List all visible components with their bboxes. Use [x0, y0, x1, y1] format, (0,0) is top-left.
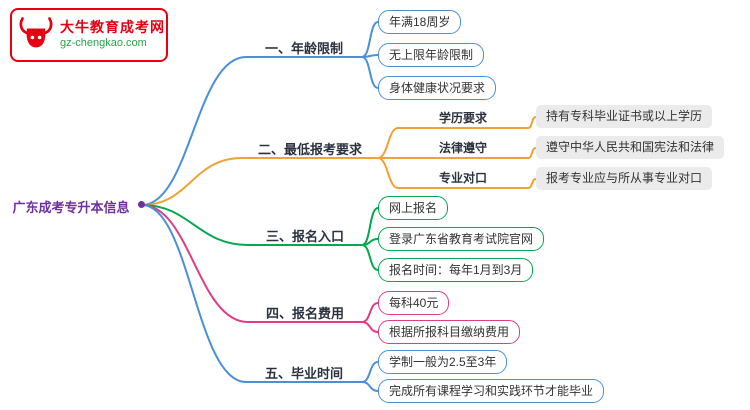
sub-node-major-match: 专业对口: [438, 171, 487, 185]
leaf-value-node: 持有专科毕业证书或以上学历: [536, 105, 713, 128]
leaf-node: 每科40元: [378, 291, 450, 315]
branch-node-min-requirements: 二、最低报考要求: [257, 142, 362, 157]
branch-4-connectors: [141, 204, 379, 333]
branch-node-registration-fee: 四、报名费用: [265, 306, 344, 321]
sub-node-education-requirement: 学历要求: [438, 111, 487, 125]
leaf-node: 完成所有课程学习和实践环节才能毕业: [378, 379, 605, 403]
leaf-node: 年满18周岁: [378, 10, 462, 34]
sub-node-law-compliance: 法律遵守: [438, 141, 487, 155]
branch-node-age-limit: 一、年龄限制: [264, 41, 343, 56]
branch-node-graduation-time: 五、毕业时间: [264, 366, 343, 381]
leaf-value-node: 报考专业应与所从事专业对口: [536, 167, 713, 190]
branch-1-connectors: [141, 21, 379, 206]
branch-2-connectors: [141, 116, 537, 206]
leaf-node: 登录广东省教育考试院官网: [378, 227, 545, 251]
leaf-node: 学制一般为2.5至3年: [378, 350, 508, 374]
logo: 大牛教育成考网 gz-chengkao.com: [10, 8, 168, 62]
branch-3-connectors: [141, 204, 379, 271]
leaf-node: 报名时间：每年1月到3月: [378, 258, 534, 282]
leaf-node: 网上报名: [378, 196, 449, 220]
branch-5-connectors: [141, 204, 379, 392]
bull-logo-icon: [18, 16, 54, 55]
leaf-node: 根据所报科目缴纳费用: [378, 320, 521, 344]
root-node: 广东成考专升本信息: [12, 200, 130, 215]
branch-node-registration-entry: 三、报名入口: [265, 229, 344, 244]
leaf-node: 身体健康状况要求: [378, 76, 497, 100]
root-dot: [138, 201, 145, 208]
leaf-node: 无上限年龄限制: [378, 43, 485, 67]
logo-title: 大牛教育成考网: [60, 19, 165, 36]
leaf-value-node: 遵守中华人民共和国宪法和法律: [536, 136, 725, 159]
logo-domain: gz-chengkao.com: [60, 36, 147, 49]
